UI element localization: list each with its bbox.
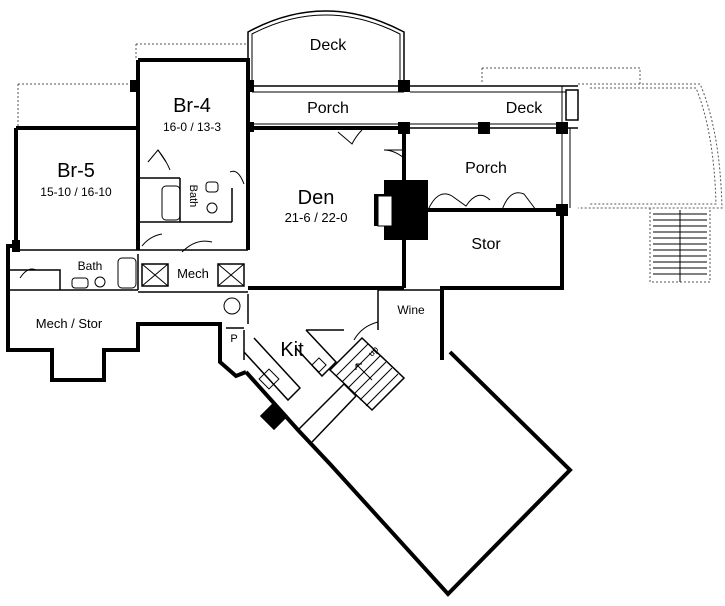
bath-br4-label: Bath [187, 185, 199, 208]
exterior-walls [6, 58, 573, 597]
deck-top-label: Deck [310, 37, 347, 54]
porch-top-label: Porch [307, 100, 349, 117]
kit-label: Kit [280, 339, 304, 361]
deck-top-outline [247, 10, 405, 86]
bath-br5-label: Bath [78, 259, 103, 273]
mech-label: Mech [177, 266, 209, 281]
interior-walls [8, 177, 440, 443]
dashed-outlines [17, 43, 723, 283]
mech-units [141, 263, 245, 315]
deck-right-label: Deck [506, 100, 543, 117]
doors [19, 129, 537, 341]
interior-stairs [328, 336, 406, 412]
porch-right-label: Porch [465, 160, 507, 177]
stor-label: Stor [471, 236, 501, 253]
br4-size-label: 16-0 / 13-3 [163, 120, 221, 134]
den-size-label: 21-6 / 22-0 [285, 210, 348, 225]
wine-label: Wine [397, 303, 425, 317]
br4-name-label: Br-4 [173, 95, 211, 117]
bath-fixtures [71, 181, 219, 289]
porch-band [248, 85, 579, 210]
pantry-label: P [230, 333, 237, 345]
den-name-label: Den [298, 187, 335, 209]
room-labels: Deck Porch Deck Br-4 16-0 / 13-3 Br-5 15… [36, 37, 543, 361]
kitchen-counters [243, 329, 338, 402]
br5-size-label: 15-10 / 16-10 [40, 185, 112, 199]
exterior-stairs [653, 210, 707, 282]
fireplace [374, 180, 428, 240]
br5-name-label: Br-5 [57, 160, 95, 182]
columns [12, 80, 568, 431]
mech-stor-label: Mech / Stor [36, 316, 103, 331]
